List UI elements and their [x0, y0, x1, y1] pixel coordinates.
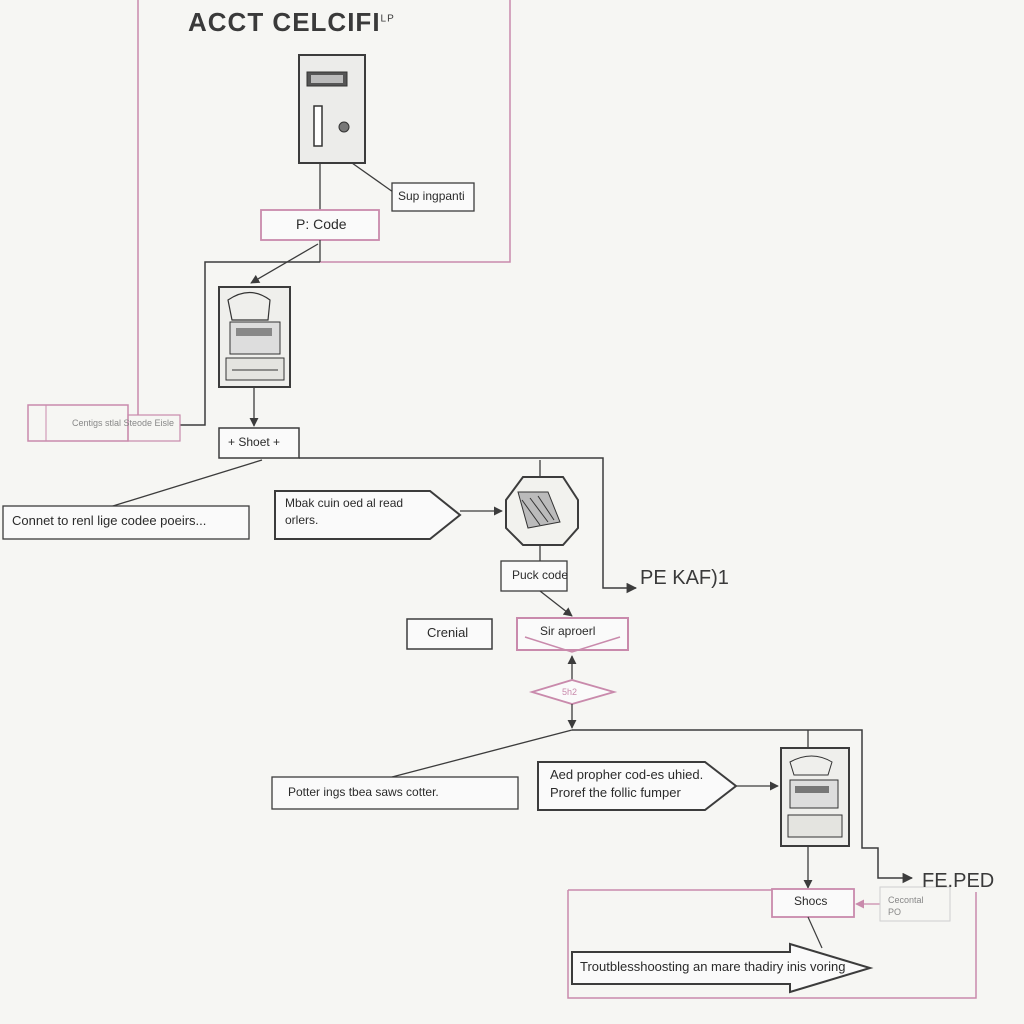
connector-main-right — [572, 729, 914, 884]
bottom-frame — [567, 890, 977, 999]
decision-diamond — [528, 679, 618, 705]
sir-aproerl-label: Sir aproerl — [540, 624, 596, 638]
cecontal-line1: Cecontal — [888, 895, 924, 905]
connector-diamond-potter — [391, 729, 573, 778]
octagon-device-icon — [505, 476, 579, 546]
pe-kafi-label: PE KAF)1 — [640, 567, 729, 589]
top-frame — [137, 0, 511, 415]
shocs-label: Shocs — [794, 894, 828, 908]
aed-note-line1: Aed propher cod-es uhied. — [550, 767, 704, 782]
title-superscript: LP — [380, 13, 395, 25]
mbak-note-line2: orlers. — [285, 513, 319, 527]
cecontal-box — [879, 886, 951, 922]
shoet-box — [218, 427, 300, 459]
troubleshooting-label: Troutblesshoosting an mare thadiry inis … — [580, 959, 846, 974]
left-small-boxes — [27, 404, 181, 442]
sup-ingpanti-box — [391, 182, 475, 212]
connect-note-label: Connet to renl lige codee poeirs... — [12, 513, 207, 528]
mbak-note-arrow — [274, 490, 462, 540]
lower-device-icon — [780, 730, 850, 847]
left-small-box-label: Centigs stlal Steode Eisle — [72, 418, 175, 428]
cecontal-line2: PO — [888, 907, 902, 917]
troubleshooting-arrow — [571, 942, 874, 994]
pc-code-box — [260, 209, 380, 241]
connector-left-loop — [180, 261, 320, 426]
mbak-note-line1: Mbak cuin oed al read — [285, 496, 404, 510]
puck-code-box — [500, 560, 568, 592]
potter-note-box — [271, 776, 519, 810]
fe-ped-label: FE.PED — [922, 870, 995, 892]
crenial-label: Crenial — [427, 625, 469, 640]
connect-note-box — [2, 505, 250, 540]
connector-shoet-pekafi — [299, 457, 638, 594]
diamond-label: 5h2 — [562, 687, 578, 697]
puck-code-label: Puck code — [512, 568, 569, 582]
diagram-title: ACCT CELCIFILP — [188, 7, 395, 37]
machine-device-icon — [218, 286, 291, 388]
aed-note-arrow — [537, 761, 738, 811]
potter-note-label: Potter ings tbea saws cotter. — [288, 785, 439, 799]
shocs-box — [771, 888, 855, 918]
connector-puck-sir — [539, 590, 573, 617]
connector-terminal-sup — [351, 162, 394, 193]
shoet-label: + Shoet + — [228, 435, 281, 449]
sir-aproerl-box — [516, 617, 629, 651]
sup-ingpanti-label: Sup ingpanti — [398, 189, 465, 203]
server-terminal-icon — [298, 54, 366, 164]
crenial-box — [406, 618, 493, 650]
connector-pccode-machine — [250, 243, 319, 284]
aed-note-line2: Proref the follic fumper — [550, 785, 681, 800]
pc-code-label: P: Code — [296, 216, 347, 232]
connector-shoet-connectnote — [99, 459, 263, 511]
